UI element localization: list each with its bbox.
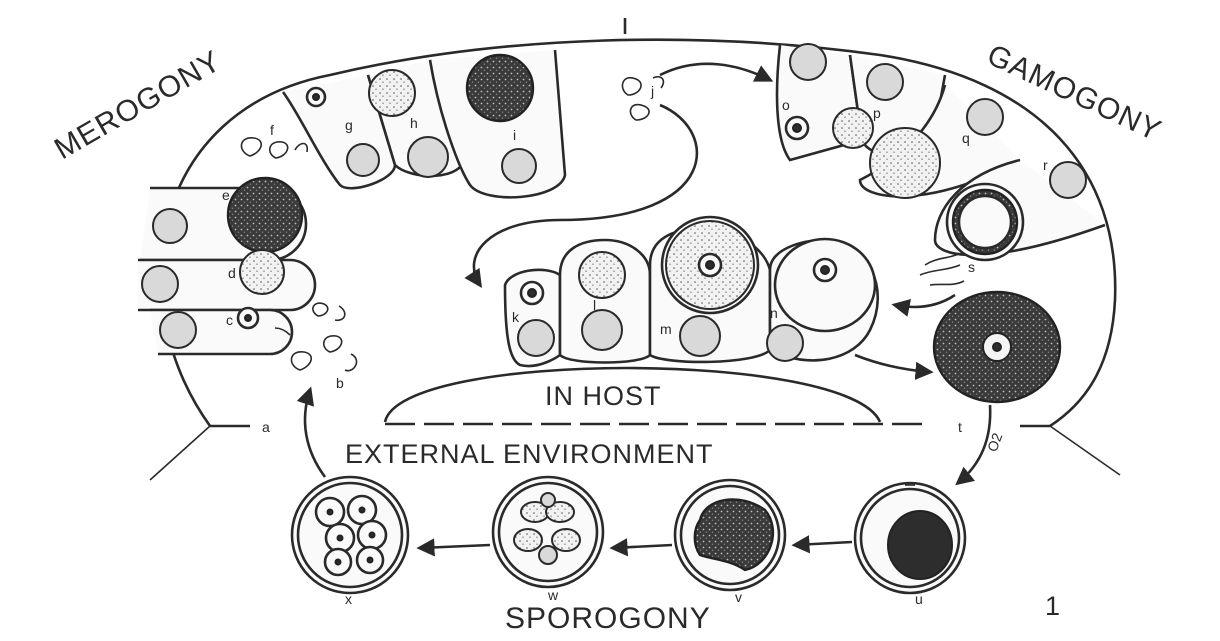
gamont-m <box>650 217 770 362</box>
stage-letter-c: c <box>226 312 233 328</box>
arrow-n-to-t <box>855 355 930 372</box>
stage-letter-u: u <box>915 591 923 607</box>
stage-letter-e: e <box>222 187 230 203</box>
stage-letter-r: r <box>1043 157 1048 173</box>
stage-letter-t: t <box>958 419 962 435</box>
arrow-w-to-x <box>420 545 490 548</box>
stage-letter-f: f <box>270 122 274 138</box>
stage-letter-h: h <box>410 115 418 131</box>
meront-i <box>430 50 565 197</box>
gamogony-label: GAMOGONY <box>982 38 1166 147</box>
sporulated-oocyst-x <box>292 477 408 593</box>
arrow-s-to-n <box>895 295 955 307</box>
sporulating-oocyst-v <box>675 480 785 590</box>
stage-letter-i: i <box>513 127 516 143</box>
meront-d <box>138 250 315 310</box>
stage-letter-v: v <box>735 589 742 605</box>
sporogony-label: SPOROGONY <box>505 602 711 635</box>
arrow-v-to-w <box>613 545 672 548</box>
stage-letter-b: b <box>336 375 344 391</box>
macrogamont-n <box>767 239 878 361</box>
stage-letter-q: q <box>962 130 970 146</box>
sporulating-oocyst-u <box>855 483 965 593</box>
stage-letter-d: d <box>228 265 236 281</box>
sporulating-oocyst-w <box>493 477 603 587</box>
stage-letter-p: p <box>873 105 881 121</box>
stage-letter-x: x <box>345 591 352 607</box>
stage-letter-s: s <box>968 259 975 275</box>
arrow-u-to-v <box>795 542 852 545</box>
stage-letter-j: j <box>650 83 654 99</box>
merozoites-b <box>291 303 356 371</box>
figure-number: 1 <box>1045 591 1061 621</box>
microgametes-s <box>920 253 964 285</box>
merozoites-f <box>241 138 307 158</box>
external-environment-label: EXTERNAL ENVIRONMENT <box>345 439 714 469</box>
merozoites-j <box>622 77 663 120</box>
oocyst-t <box>934 292 1060 402</box>
stage-letter-a: a <box>262 419 270 435</box>
arrow-j-to-o <box>660 64 770 80</box>
arrow-x-to-b <box>305 390 325 477</box>
stage-letter-m: m <box>660 321 672 337</box>
gamont-l <box>560 240 650 363</box>
stage-letter-n: n <box>770 305 778 321</box>
in-host-label: IN HOST <box>545 381 662 411</box>
stage-letter-w: w <box>547 587 559 603</box>
stage-letter-g: g <box>345 117 353 133</box>
meront-c <box>150 308 292 354</box>
stage-letter-k: k <box>512 309 520 325</box>
merogony-label: MEROGONY <box>49 44 227 166</box>
stage-letter-l: l <box>593 297 596 313</box>
stage-letter-o: o <box>782 97 790 113</box>
